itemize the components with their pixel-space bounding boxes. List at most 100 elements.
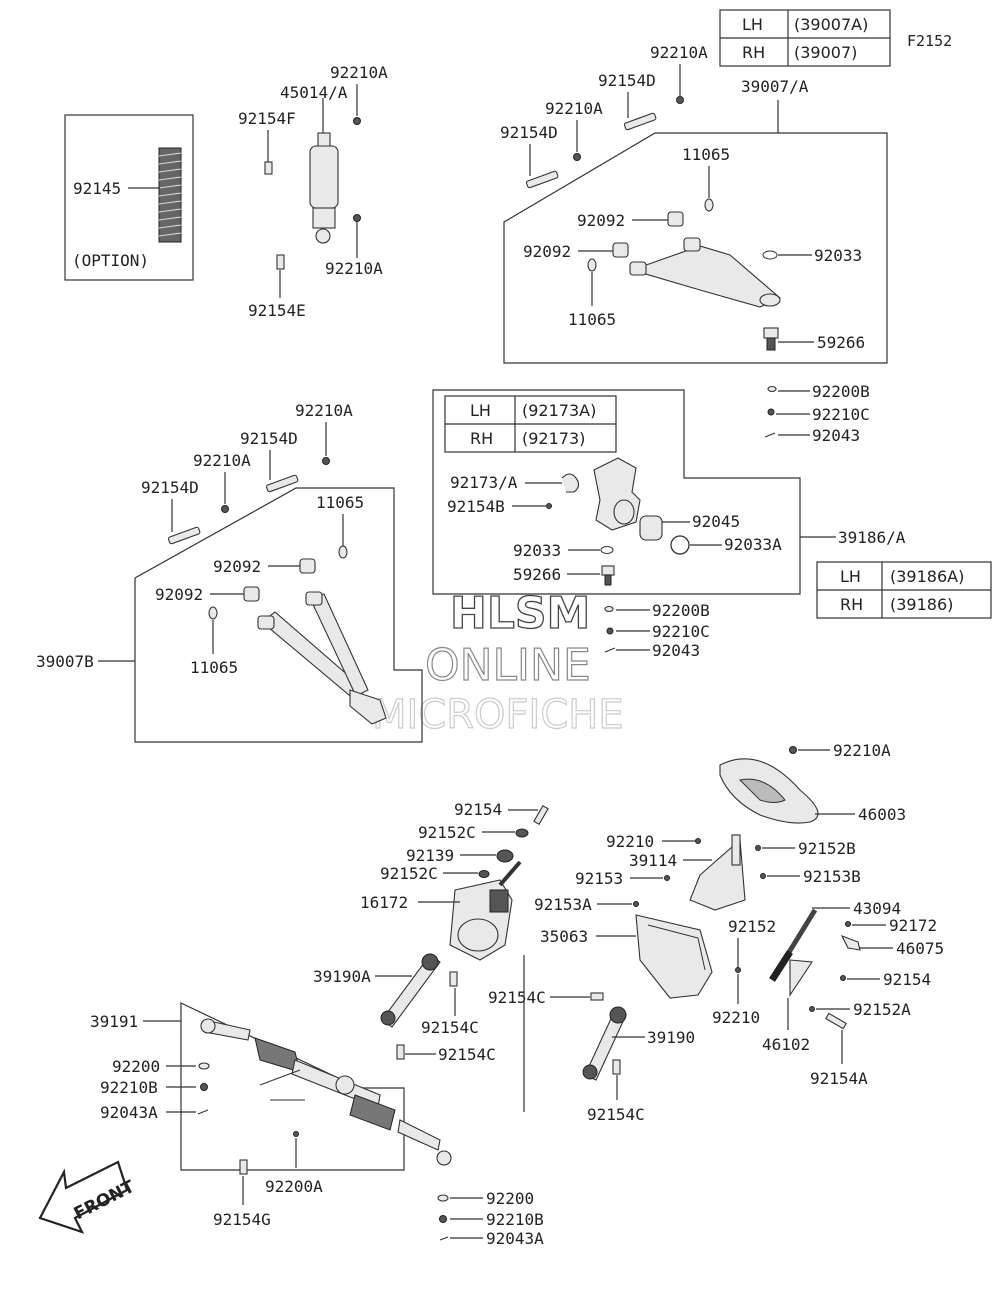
table-knuckle-lh-part: (39186A) — [890, 567, 964, 586]
table-knuckle-bracket: LH (92173A) RH (92173) — [444, 395, 617, 453]
option-label: (OPTION) — [72, 251, 149, 270]
label-92043a-1: 92043A — [100, 1103, 158, 1122]
bolt-icon — [276, 254, 285, 270]
eps-unit-16172 — [449, 860, 522, 961]
ball-joint-59266 — [763, 327, 779, 351]
label-92154c-3: 92154C — [438, 1045, 496, 1064]
table-arm-upper-rh: RH — [742, 43, 765, 62]
label-92154-1: 92154 — [454, 800, 502, 819]
cotter-pin-icon — [604, 647, 616, 653]
table-knuckle-bracket-rh-part: (92173) — [522, 429, 585, 448]
nut-icon — [767, 408, 775, 416]
nut-icon — [789, 746, 797, 754]
label-39190a: 39190A — [313, 967, 371, 986]
washer-icon — [437, 1194, 449, 1202]
label-39007b: 39007B — [36, 652, 94, 671]
label-11065-1: 11065 — [682, 145, 730, 164]
label-92154f: 92154F — [238, 109, 296, 128]
label-92210c-1: 92210C — [812, 405, 870, 424]
cotter-pin-icon — [764, 432, 776, 438]
bolt-icon — [167, 526, 201, 545]
bolt-icon — [623, 112, 657, 131]
label-39114: 39114 — [629, 851, 677, 870]
bracket-icon — [561, 473, 580, 493]
washer-icon — [198, 1062, 210, 1070]
label-92200-1: 92200 — [112, 1057, 160, 1076]
bolt-icon — [533, 804, 549, 826]
label-92092-3: 92092 — [213, 557, 261, 576]
washer-icon — [704, 198, 714, 212]
washer-icon — [478, 870, 490, 878]
nut-icon — [439, 1215, 447, 1223]
label-92172: 92172 — [889, 916, 937, 935]
label-92152b: 92152B — [798, 839, 856, 858]
cover-35063 — [635, 914, 713, 999]
option-box: 92145 (OPTION) — [64, 114, 194, 281]
box-upper-arm — [503, 132, 888, 364]
bolt-icon — [825, 1012, 847, 1030]
circlip-icon — [600, 546, 614, 554]
bearing-icon — [639, 515, 663, 541]
label-92173a: 92173/A — [450, 473, 518, 492]
bolt-icon — [664, 875, 670, 881]
bolt-icon — [590, 992, 604, 1001]
label-92210a-2: 92210A — [325, 259, 383, 278]
label-92152c-2: 92152C — [380, 864, 438, 883]
label-92145: 92145 — [73, 179, 121, 198]
label-45014a: 45014/A — [280, 83, 348, 102]
label-46102: 46102 — [762, 1035, 810, 1054]
table-knuckle-bracket-rh: RH — [470, 429, 493, 448]
label-92200b-1: 92200B — [812, 382, 870, 401]
label-92154c-4: 92154C — [587, 1105, 645, 1124]
bushing-icon — [243, 586, 260, 602]
label-92154d-1: 92154D — [598, 71, 656, 90]
upper-a-arm — [629, 237, 782, 308]
label-92045: 92045 — [692, 512, 740, 531]
table-knuckle-bracket-lh: LH — [470, 401, 491, 420]
washer-icon — [208, 606, 218, 620]
bushing-icon — [299, 558, 316, 574]
label-92210a-5: 92210A — [295, 401, 353, 420]
washer-icon — [767, 385, 777, 393]
table-knuckle-rh-part: (39186) — [890, 595, 953, 614]
label-39191: 39191 — [90, 1012, 138, 1031]
label-35063: 35063 — [540, 927, 588, 946]
bushing-icon — [667, 211, 684, 227]
label-92033-1: 92033 — [814, 246, 862, 265]
nut-icon — [221, 505, 229, 513]
watermark: HLSM ONLINE MICROFICHE — [371, 587, 624, 738]
label-92154c-1: 92154C — [421, 1018, 479, 1037]
label-92154c-2: 92154C — [488, 988, 546, 1007]
spring-92145 — [158, 147, 182, 243]
collar-icon — [496, 849, 514, 863]
table-arm-upper-lh: LH — [742, 15, 763, 34]
front-arrow-icon: FRONT — [38, 1160, 138, 1234]
table-knuckle: LH (39186A) RH (39186) — [816, 561, 992, 619]
bolt-icon — [760, 873, 766, 879]
label-92154g: 92154G — [213, 1210, 271, 1229]
nut-icon — [573, 153, 581, 161]
washer-icon — [604, 605, 614, 613]
washer-icon — [587, 258, 597, 272]
bolt-icon — [449, 971, 458, 987]
label-92154a: 92154A — [810, 1069, 868, 1088]
nut-icon — [200, 1083, 208, 1091]
label-92153a: 92153A — [534, 895, 592, 914]
label-92200b-2: 92200B — [652, 601, 710, 620]
label-92154d-3: 92154D — [240, 429, 298, 448]
label-92033a: 92033A — [724, 535, 782, 554]
label-92210a-1: 92210A — [330, 63, 388, 82]
watermark-line-3: MICROFICHE — [372, 692, 624, 738]
label-59266-2: 59266 — [513, 565, 561, 584]
nut-icon — [695, 838, 701, 844]
washer-icon — [515, 828, 529, 838]
label-92210a-3: 92210A — [650, 43, 708, 62]
nut-icon — [676, 96, 684, 104]
label-11065-4: 11065 — [190, 658, 238, 677]
label-92043-2: 92043 — [652, 641, 700, 660]
table-knuckle-bracket-lh-part: (92173A) — [522, 401, 596, 420]
nut-icon — [353, 214, 361, 222]
nut-icon — [353, 117, 361, 125]
bolt-icon — [525, 170, 559, 189]
